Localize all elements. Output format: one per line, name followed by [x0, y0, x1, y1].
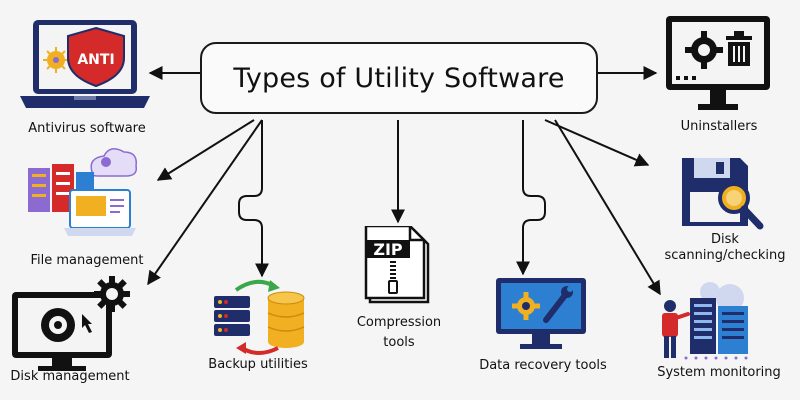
- arrow-to-disk-management: [147, 119, 263, 286]
- arrow-to-disk-scanning: [544, 119, 650, 167]
- label-file-management: File management: [30, 253, 144, 268]
- disk-management-icon: [12, 276, 130, 371]
- label-data-recovery: Data recovery tools: [479, 358, 607, 373]
- zip-badge: ZIP: [373, 240, 403, 259]
- uninstaller-monitor-icon: [666, 16, 770, 110]
- file-management-icon: [28, 148, 138, 236]
- label-disk-scanning: Disk scanning/checking: [664, 232, 786, 263]
- system-monitoring-icon: [662, 282, 748, 360]
- data-recovery-icon: [496, 278, 586, 349]
- label-uninstallers: Uninstallers: [680, 119, 758, 134]
- arrow-to-data-recovery: [516, 120, 546, 276]
- arrow-to-system-monitoring: [554, 119, 661, 296]
- diagram-title: Types of Utility Software: [233, 62, 565, 94]
- label-disk-management: Disk management: [10, 369, 130, 384]
- antivirus-laptop-icon: ANTI: [20, 20, 150, 108]
- antivirus-badge: ANTI: [77, 52, 114, 68]
- label-system-monitoring: System monitoring: [657, 365, 781, 380]
- arrow-to-backup: [238, 120, 269, 278]
- label-compression: Compression tools: [356, 315, 442, 350]
- arrow-to-file-management: [156, 119, 255, 181]
- backup-icon: [214, 279, 305, 355]
- zip-file-icon: ZIP: [364, 226, 430, 304]
- label-antivirus: Antivirus software: [28, 121, 146, 136]
- title-box: Types of Utility Software: [200, 42, 598, 114]
- disk-scan-icon: [682, 158, 764, 230]
- label-backup: Backup utilities: [208, 357, 308, 372]
